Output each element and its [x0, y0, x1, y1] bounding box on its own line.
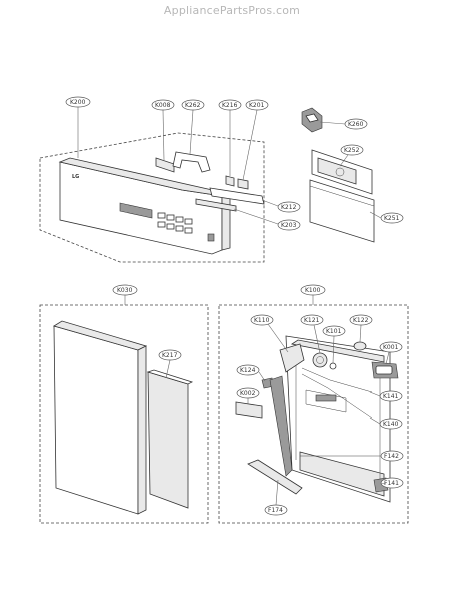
svg-text:K262: K262: [185, 102, 201, 109]
part-k110: [279, 343, 305, 373]
label-f142: F142: [372, 450, 404, 462]
svg-text:K110: K110: [254, 317, 270, 324]
part-k121: [312, 352, 328, 368]
label-k101: K101: [322, 325, 346, 364]
svg-text:K252: K252: [344, 147, 360, 154]
label-k216: K216: [218, 99, 242, 176]
label-f174: F174: [264, 479, 288, 516]
label-k141: K141: [369, 390, 403, 402]
part-k122: [353, 341, 367, 351]
part-k212: [209, 187, 265, 205]
part-k252: [311, 149, 373, 195]
panel-button: [175, 216, 184, 223]
svg-text:K008: K008: [155, 102, 171, 109]
control-panel-group-outline: [39, 132, 265, 263]
inner-door-group-outline: [218, 304, 409, 524]
svg-text:K001: K001: [383, 344, 399, 351]
label-k122: K122: [349, 314, 373, 343]
label-k100: K100: [300, 284, 326, 305]
part-k141: [301, 367, 373, 393]
part-k203: [195, 198, 237, 212]
part-k201: [237, 178, 249, 190]
label-k201: K201: [242, 99, 269, 181]
svg-text:K200: K200: [70, 99, 86, 106]
panel-button: [157, 212, 166, 219]
label-k203: K203: [233, 208, 301, 231]
svg-text:F142: F142: [384, 453, 399, 460]
panel-button: [157, 221, 166, 228]
svg-text:K141: K141: [383, 393, 399, 400]
panel-button: [184, 218, 193, 225]
svg-text:K260: K260: [348, 121, 364, 128]
part-k002: [235, 401, 263, 419]
label-k008: K008: [151, 99, 175, 161]
power-button: [207, 233, 215, 242]
label-k110: K110: [250, 314, 289, 353]
svg-text:K203: K203: [281, 222, 297, 229]
svg-text:K101: K101: [326, 328, 342, 335]
label-k217: K217: [158, 349, 182, 379]
part-k101: [329, 362, 337, 370]
svg-text:K002: K002: [240, 390, 256, 397]
svg-text:K140: K140: [383, 421, 399, 428]
label-k001: K001: [379, 341, 403, 365]
part-k217: [147, 371, 189, 509]
panel-button: [175, 225, 184, 232]
label-k252: K252: [339, 144, 364, 167]
svg-text:F141: F141: [384, 480, 399, 487]
svg-text:K121: K121: [304, 317, 320, 324]
svg-text:K122: K122: [353, 317, 369, 324]
inner-door-liner: [285, 335, 391, 503]
label-k030: K030: [112, 284, 138, 305]
label-k260: K260: [319, 118, 368, 130]
svg-text:K201: K201: [249, 102, 265, 109]
panel-button: [166, 223, 175, 230]
part-k216: [225, 175, 235, 187]
panel-logo: LG: [72, 174, 79, 180]
label-k002: K002: [236, 387, 260, 404]
svg-text:K212: K212: [281, 204, 297, 211]
label-k212: K212: [261, 199, 301, 213]
hinge-arm: [269, 375, 293, 477]
part-k251: [309, 179, 375, 243]
part-k140: [301, 373, 373, 419]
door-panel-group: K030 K217: [39, 284, 209, 524]
part-f174: [247, 459, 303, 495]
label-k124: K124: [236, 364, 266, 382]
svg-text:K251: K251: [384, 215, 400, 222]
svg-text:K100: K100: [305, 287, 321, 294]
inner-door-group: K100: [218, 284, 409, 524]
svg-text:K216: K216: [222, 102, 238, 109]
label-k262: K262: [181, 99, 205, 155]
panel-button: [184, 227, 193, 234]
label-k251: K251: [369, 211, 404, 224]
label-f141: F141: [380, 477, 404, 489]
part-k008: [155, 157, 175, 173]
part-k262: [172, 151, 211, 173]
label-k121: K121: [300, 314, 324, 354]
svg-text:K030: K030: [117, 287, 133, 294]
svg-text:F174: F174: [268, 507, 283, 514]
label-k200: K200: [65, 96, 91, 158]
label-k140: K140: [369, 417, 403, 430]
watermark-text: AppliancePartsPros.com: [163, 4, 301, 17]
detergent-group: K260 K252 K251: [301, 107, 404, 243]
control-panel: LG: [58, 157, 231, 255]
svg-text:K124: K124: [240, 367, 256, 374]
door-panel-group-outline: [39, 304, 209, 524]
part-k260: [301, 107, 323, 133]
front-door-panel: [53, 325, 139, 515]
panel-button: [166, 214, 175, 221]
display-window: [119, 202, 153, 219]
svg-text:K217: K217: [162, 352, 178, 359]
control-panel-group: LG K200: [39, 96, 301, 263]
